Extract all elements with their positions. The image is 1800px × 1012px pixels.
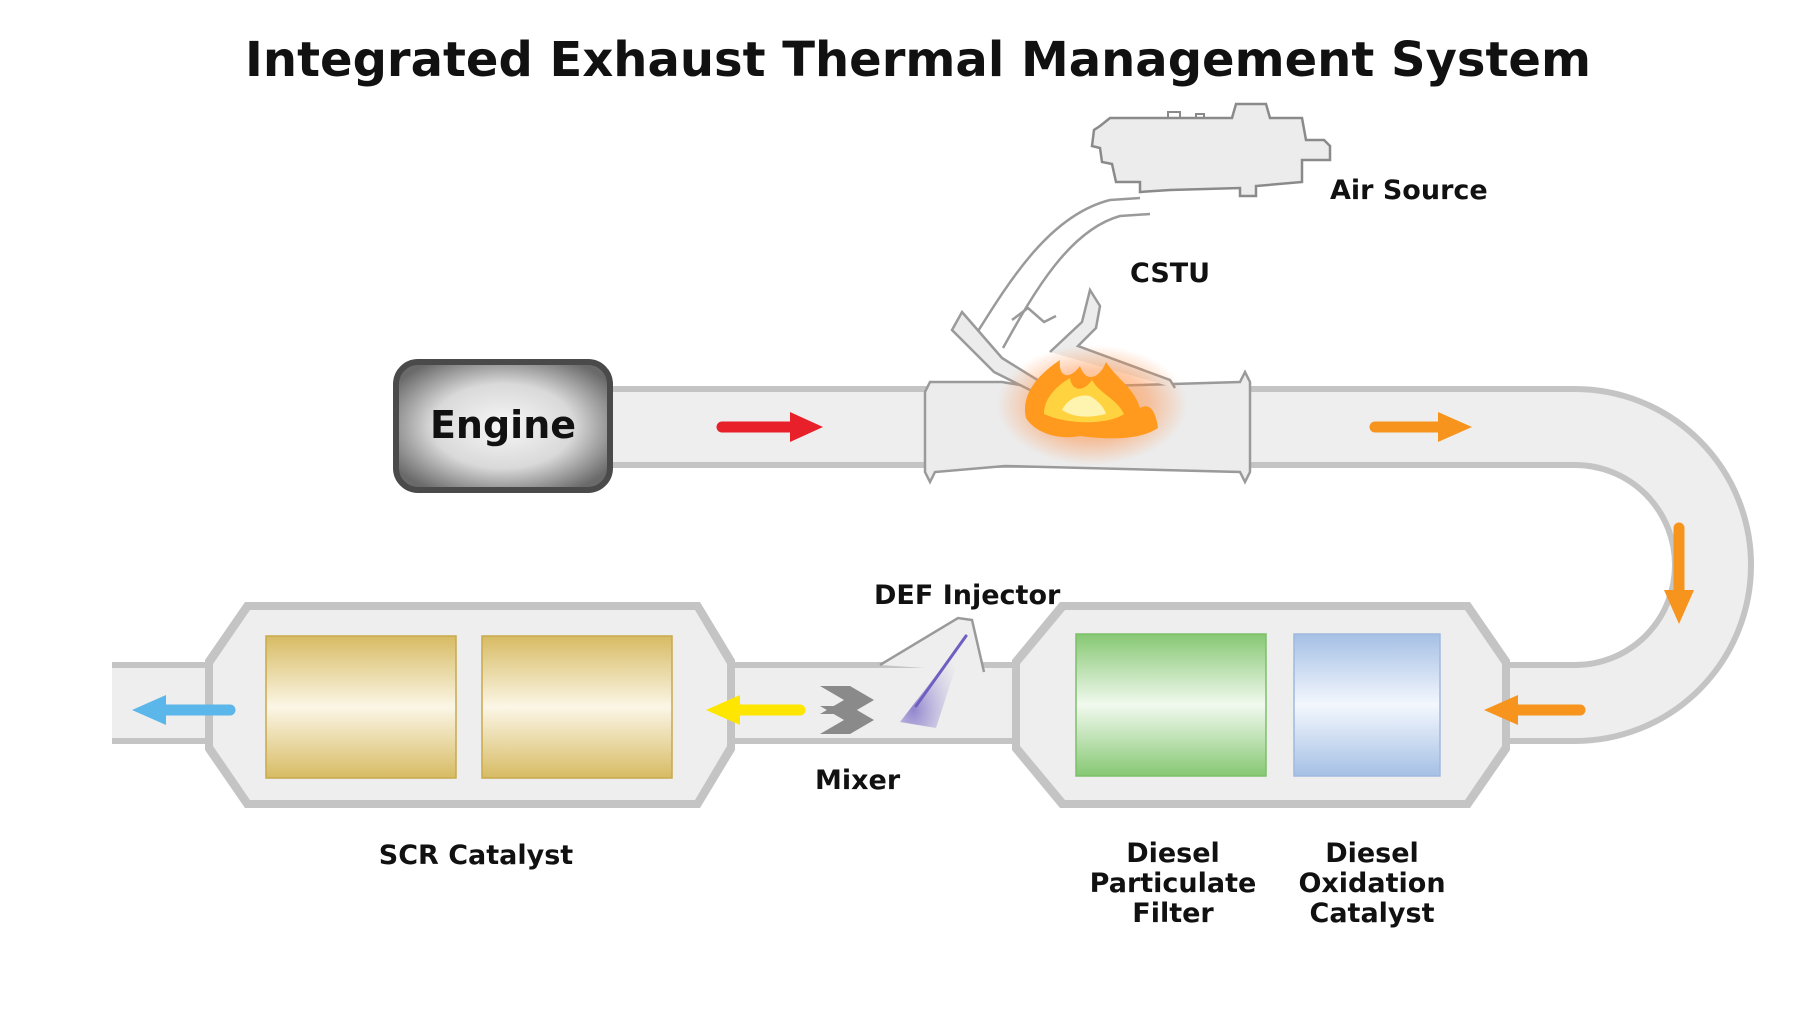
flow-arrow-engine-out xyxy=(716,412,823,442)
flow-arrows xyxy=(132,412,1694,725)
scr-catalyst-brick-2 xyxy=(481,635,673,779)
air-source-unit xyxy=(1090,102,1332,198)
def-injector-label: DEF Injector xyxy=(874,580,1061,611)
mixer-icon xyxy=(820,686,874,734)
flow-arrow-tailpipe xyxy=(132,695,236,725)
doc-label-line: Oxidation xyxy=(1298,868,1445,899)
dpf-label: Diesel Particulate Filter xyxy=(1090,838,1257,929)
def-injector-boss xyxy=(879,616,986,673)
doc-label: Diesel Oxidation Catalyst xyxy=(1298,838,1445,929)
flow-arrow-after-mixer xyxy=(706,695,806,725)
engine-block: Engine xyxy=(393,359,613,493)
def-spray-icon xyxy=(900,634,968,728)
doc-label-line: Diesel xyxy=(1325,838,1419,869)
dpf-brick xyxy=(1075,633,1267,777)
diagram-title: Integrated Exhaust Thermal Management Sy… xyxy=(245,32,1591,88)
scr-catalyst-brick-1 xyxy=(265,635,457,779)
flow-arrow-heated-1 xyxy=(1369,412,1472,442)
dpf-label-line: Filter xyxy=(1132,898,1214,929)
engine-label: Engine xyxy=(430,403,576,447)
doc-brick xyxy=(1293,633,1441,777)
doc-label-line: Catalyst xyxy=(1310,898,1435,929)
flow-arrow-heated-down xyxy=(1664,522,1694,624)
scr-catalyst-label: SCR Catalyst xyxy=(379,840,574,871)
dpf-label-line: Diesel xyxy=(1126,838,1220,869)
air-source-label: Air Source xyxy=(1330,175,1488,206)
dpf-label-line: Particulate xyxy=(1090,868,1257,899)
mixer-label: Mixer xyxy=(815,765,901,796)
cstu-label: CSTU xyxy=(1130,258,1210,289)
flow-arrow-heated-2 xyxy=(1484,695,1586,725)
burner-flame-icon xyxy=(997,345,1187,465)
